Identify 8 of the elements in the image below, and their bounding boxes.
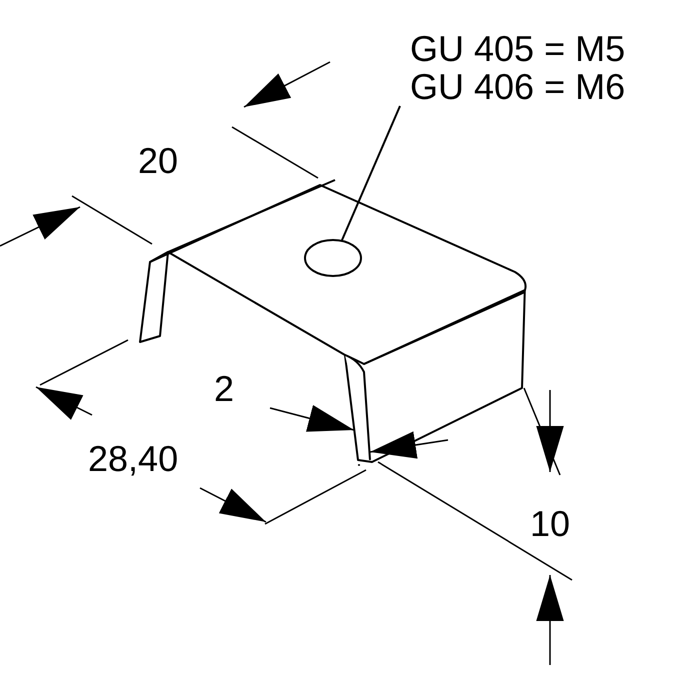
part-size-note: GU 406 = M6 — [410, 68, 626, 106]
dimension-label: 28,40 — [88, 440, 178, 478]
part-size-note: GU 405 = M5 — [410, 30, 626, 68]
dimension-label: 2 — [214, 370, 234, 408]
hole — [304, 239, 362, 277]
dimension-label: 20 — [138, 142, 178, 180]
leader-line — [340, 106, 401, 242]
dimension-label: 10 — [530, 505, 570, 543]
